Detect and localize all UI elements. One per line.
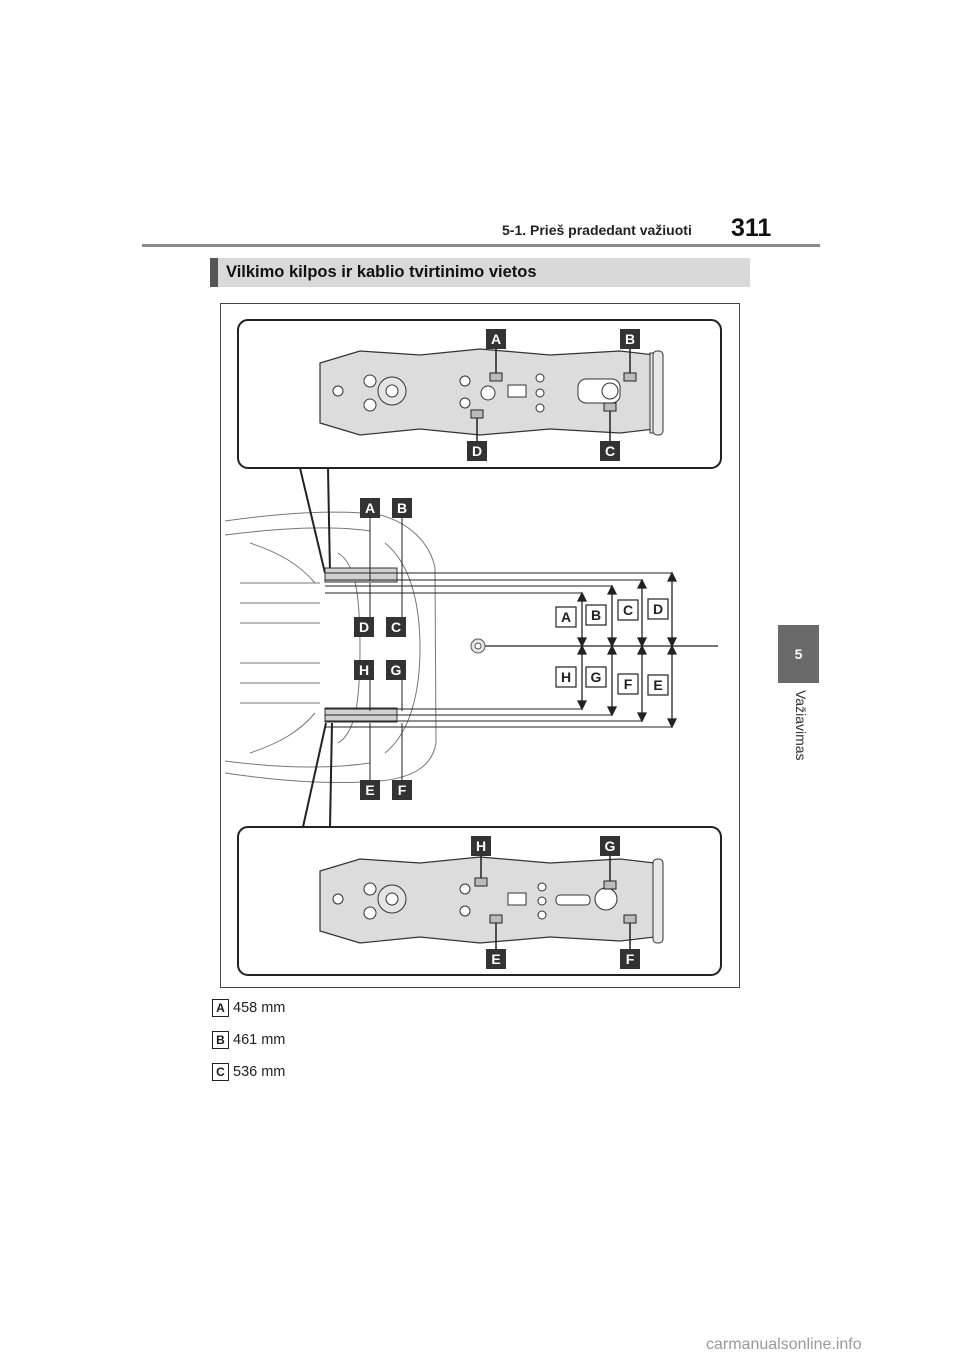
car-hook-lines <box>324 518 718 781</box>
page-number: 311 <box>731 214 772 242</box>
bottom-label-h: H <box>476 838 486 854</box>
bottom-panel-labels: H G E F <box>471 836 640 969</box>
dimension-labels: A B C D H G F E <box>555 598 669 696</box>
section-title: 5-1. Prieš pradedant važiuoti <box>502 222 692 238</box>
car-label-e: E <box>365 782 374 798</box>
car-label-a: A <box>365 500 375 516</box>
chapter-number: 5 <box>794 646 803 662</box>
dim-label-c: C <box>623 602 633 618</box>
chapter-label: Važiavimas <box>793 690 809 761</box>
car-label-h: H <box>359 662 369 678</box>
bottom-label-g: G <box>605 838 616 854</box>
legend-value-c: 536 mm <box>233 1064 286 1080</box>
car-label-d: D <box>359 619 369 635</box>
dim-label-f: F <box>624 676 633 692</box>
dim-label-h: H <box>561 669 571 685</box>
bottom-label-e: E <box>491 951 500 967</box>
detail-connector-lines <box>299 467 333 828</box>
car-label-f: F <box>398 782 407 798</box>
dimension-arrows <box>576 571 678 729</box>
top-label-b: B <box>625 331 635 347</box>
legend-key-a: A <box>212 999 229 1017</box>
watermark: carmanualsonline.info <box>706 1336 862 1353</box>
top-label-a: A <box>491 331 501 347</box>
car-label-b: B <box>397 500 407 516</box>
towing-points-figure: A B C D A B C D H G E F A B C D H G F E … <box>220 303 740 988</box>
banner-title: Vilkimo kilpos ir kablio tvirtinimo viet… <box>226 263 537 281</box>
car-label-g: G <box>391 662 402 678</box>
front-frame-detail <box>237 319 722 469</box>
dim-label-b: B <box>591 607 601 623</box>
dim-label-e: E <box>653 677 662 693</box>
car-labels: A B C D H G E F <box>354 498 412 800</box>
legend-value-a: 458 mm <box>233 1000 286 1016</box>
dim-label-d: D <box>653 601 663 617</box>
rear-frame-detail <box>237 826 722 976</box>
dim-label-a: A <box>561 609 571 625</box>
top-panel-labels: A B C D <box>467 329 640 461</box>
banner-accent-bar <box>210 258 218 287</box>
bottom-label-f: F <box>626 951 635 967</box>
car-label-c: C <box>391 619 401 635</box>
legend-key-b: B <box>212 1031 229 1049</box>
legend-value-b: 461 mm <box>233 1032 286 1048</box>
dim-label-g: G <box>591 669 602 685</box>
section-banner: Vilkimo kilpos ir kablio tvirtinimo viet… <box>210 258 750 287</box>
top-label-d: D <box>472 443 482 459</box>
chapter-tab: 5 <box>778 625 819 683</box>
header-divider <box>142 244 820 247</box>
legend-key-c: C <box>212 1063 229 1081</box>
top-label-c: C <box>605 443 615 459</box>
